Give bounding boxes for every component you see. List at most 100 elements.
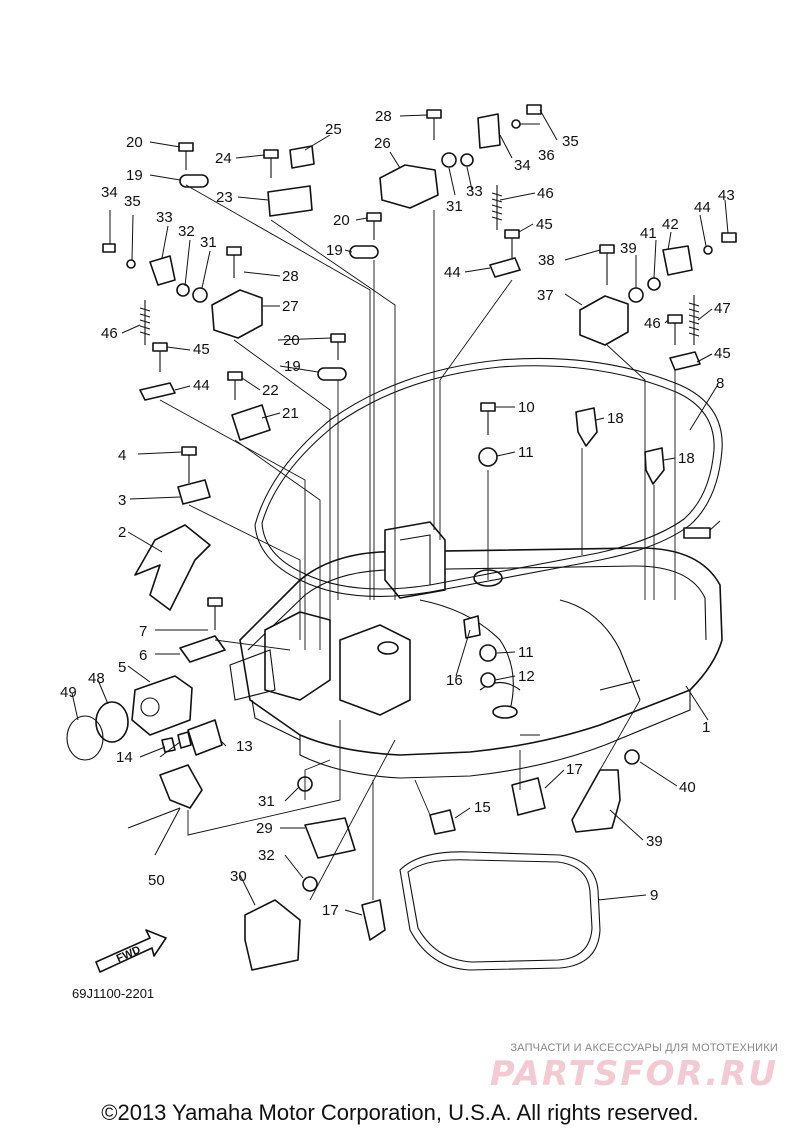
drawing-code: 69J1100-2201: [72, 986, 155, 1001]
washer-35-a: [126, 259, 136, 269]
callout: 44: [444, 264, 461, 281]
washer-35-b: [511, 119, 521, 129]
watermark-tagline: ЗАПЧАСТИ И АКСЕССУАРЫ ДЛЯ МОТОТЕХНИКИ: [510, 1042, 778, 1054]
washer-43: [703, 245, 713, 255]
callout: 38: [538, 252, 555, 269]
washer-31-b: [441, 152, 457, 168]
holder-26: [379, 164, 439, 209]
callout: 11: [518, 444, 534, 461]
holder-49: [159, 764, 203, 809]
bolt-20-a: [178, 142, 194, 170]
callout: 49: [60, 684, 77, 701]
callout: 14: [116, 749, 133, 766]
callout: 35: [124, 193, 141, 210]
grommet-16: [463, 615, 481, 639]
callout: 44: [193, 377, 210, 394]
spring-46-b: [491, 185, 503, 230]
callout: 17: [566, 761, 583, 778]
callout: 17: [322, 902, 339, 919]
callout: 34: [514, 157, 531, 174]
clip-14: [161, 731, 192, 753]
alignment-guides: [159, 184, 676, 901]
callout: 29: [256, 820, 273, 837]
clip-18-b: [644, 447, 665, 485]
bolt-34-a: [102, 243, 116, 253]
bracket-44-a: [139, 382, 176, 401]
bolt-20-b: [366, 212, 382, 240]
callout: 31: [200, 234, 217, 251]
callout: 20: [126, 134, 143, 151]
rubber-seal-8: [254, 357, 723, 597]
spring-46-a: [139, 300, 151, 345]
callout: 19: [126, 167, 143, 184]
bolt-28-a: [426, 109, 442, 140]
callout: 50: [148, 872, 165, 889]
collar-12: [480, 672, 496, 688]
holder-36: [579, 295, 629, 346]
watermark: ЗАПЧАСТИ И АКСЕССУАРЫ ДЛЯ МОТОТЕХНИКИ PA…: [490, 1042, 778, 1094]
bottom-cowling: [229, 521, 723, 779]
plate-19-a: [179, 174, 209, 188]
callout: 28: [375, 108, 392, 125]
callout: 10: [518, 399, 535, 416]
callout: 20: [283, 332, 300, 349]
callout: 44: [694, 199, 711, 216]
callout: 11: [518, 644, 534, 661]
callout-numbers: 1 2 3 4 5 6 7 8 9 10 11 11 12 13 14 15 1…: [60, 108, 735, 919]
callout: 32: [258, 847, 275, 864]
callout: 22: [262, 382, 279, 399]
callout: 23: [216, 189, 233, 206]
rubber-seal-9: [399, 851, 601, 971]
callout: 46: [101, 325, 118, 342]
clip-17-a: [511, 777, 546, 816]
callout: 31: [446, 198, 463, 215]
clip-17-b: [361, 899, 386, 941]
callout: 45: [536, 216, 553, 233]
bolt-45-a: [504, 229, 520, 258]
callout: 48: [88, 670, 105, 687]
callout: 32: [178, 223, 195, 240]
fasteners: [66, 104, 737, 971]
grommet-11-a: [478, 447, 498, 467]
callout: 25: [325, 121, 342, 138]
bolt-42: [721, 232, 737, 243]
callout: 35: [562, 133, 579, 150]
callout: 8: [716, 375, 724, 392]
bracket-6: [179, 635, 226, 663]
callout: 13: [236, 738, 253, 755]
bolt-24: [263, 149, 279, 178]
bolt-7: [207, 597, 223, 630]
callout: 45: [714, 345, 731, 362]
callout: 3: [118, 492, 126, 509]
callout: 5: [118, 659, 126, 676]
callout: 42: [662, 216, 679, 233]
callout: 20: [333, 212, 350, 229]
callout: 6: [139, 647, 147, 664]
callout: 1: [702, 719, 710, 736]
callout: 33: [466, 183, 483, 200]
band-47: [95, 701, 129, 743]
bracket-21: [231, 404, 271, 441]
spring-46-c: [688, 295, 700, 345]
callout: 27: [282, 298, 299, 315]
grommet-11-b: [479, 644, 497, 662]
watermark-logo: PARTSFOR.RU: [489, 1054, 778, 1094]
bolt-4: [181, 446, 197, 483]
callout: 18: [678, 450, 695, 467]
copyright-notice: ©2013 Yamaha Motor Corporation, U.S.A. A…: [101, 1100, 699, 1125]
callout: 34: [101, 184, 118, 201]
connector-5: [131, 675, 193, 736]
callout: 15: [474, 799, 491, 816]
label-50: [683, 527, 711, 539]
washer-32-b: [460, 153, 474, 167]
washer-39-b: [624, 749, 640, 765]
callout: 40: [679, 779, 696, 796]
callout: 30: [230, 868, 247, 885]
clamp-48: [66, 715, 104, 761]
callout: 33: [156, 209, 173, 226]
callout: 24: [215, 150, 232, 167]
leader-lines: [71, 109, 729, 916]
callout: 37: [537, 287, 554, 304]
callout: 41: [640, 225, 657, 242]
